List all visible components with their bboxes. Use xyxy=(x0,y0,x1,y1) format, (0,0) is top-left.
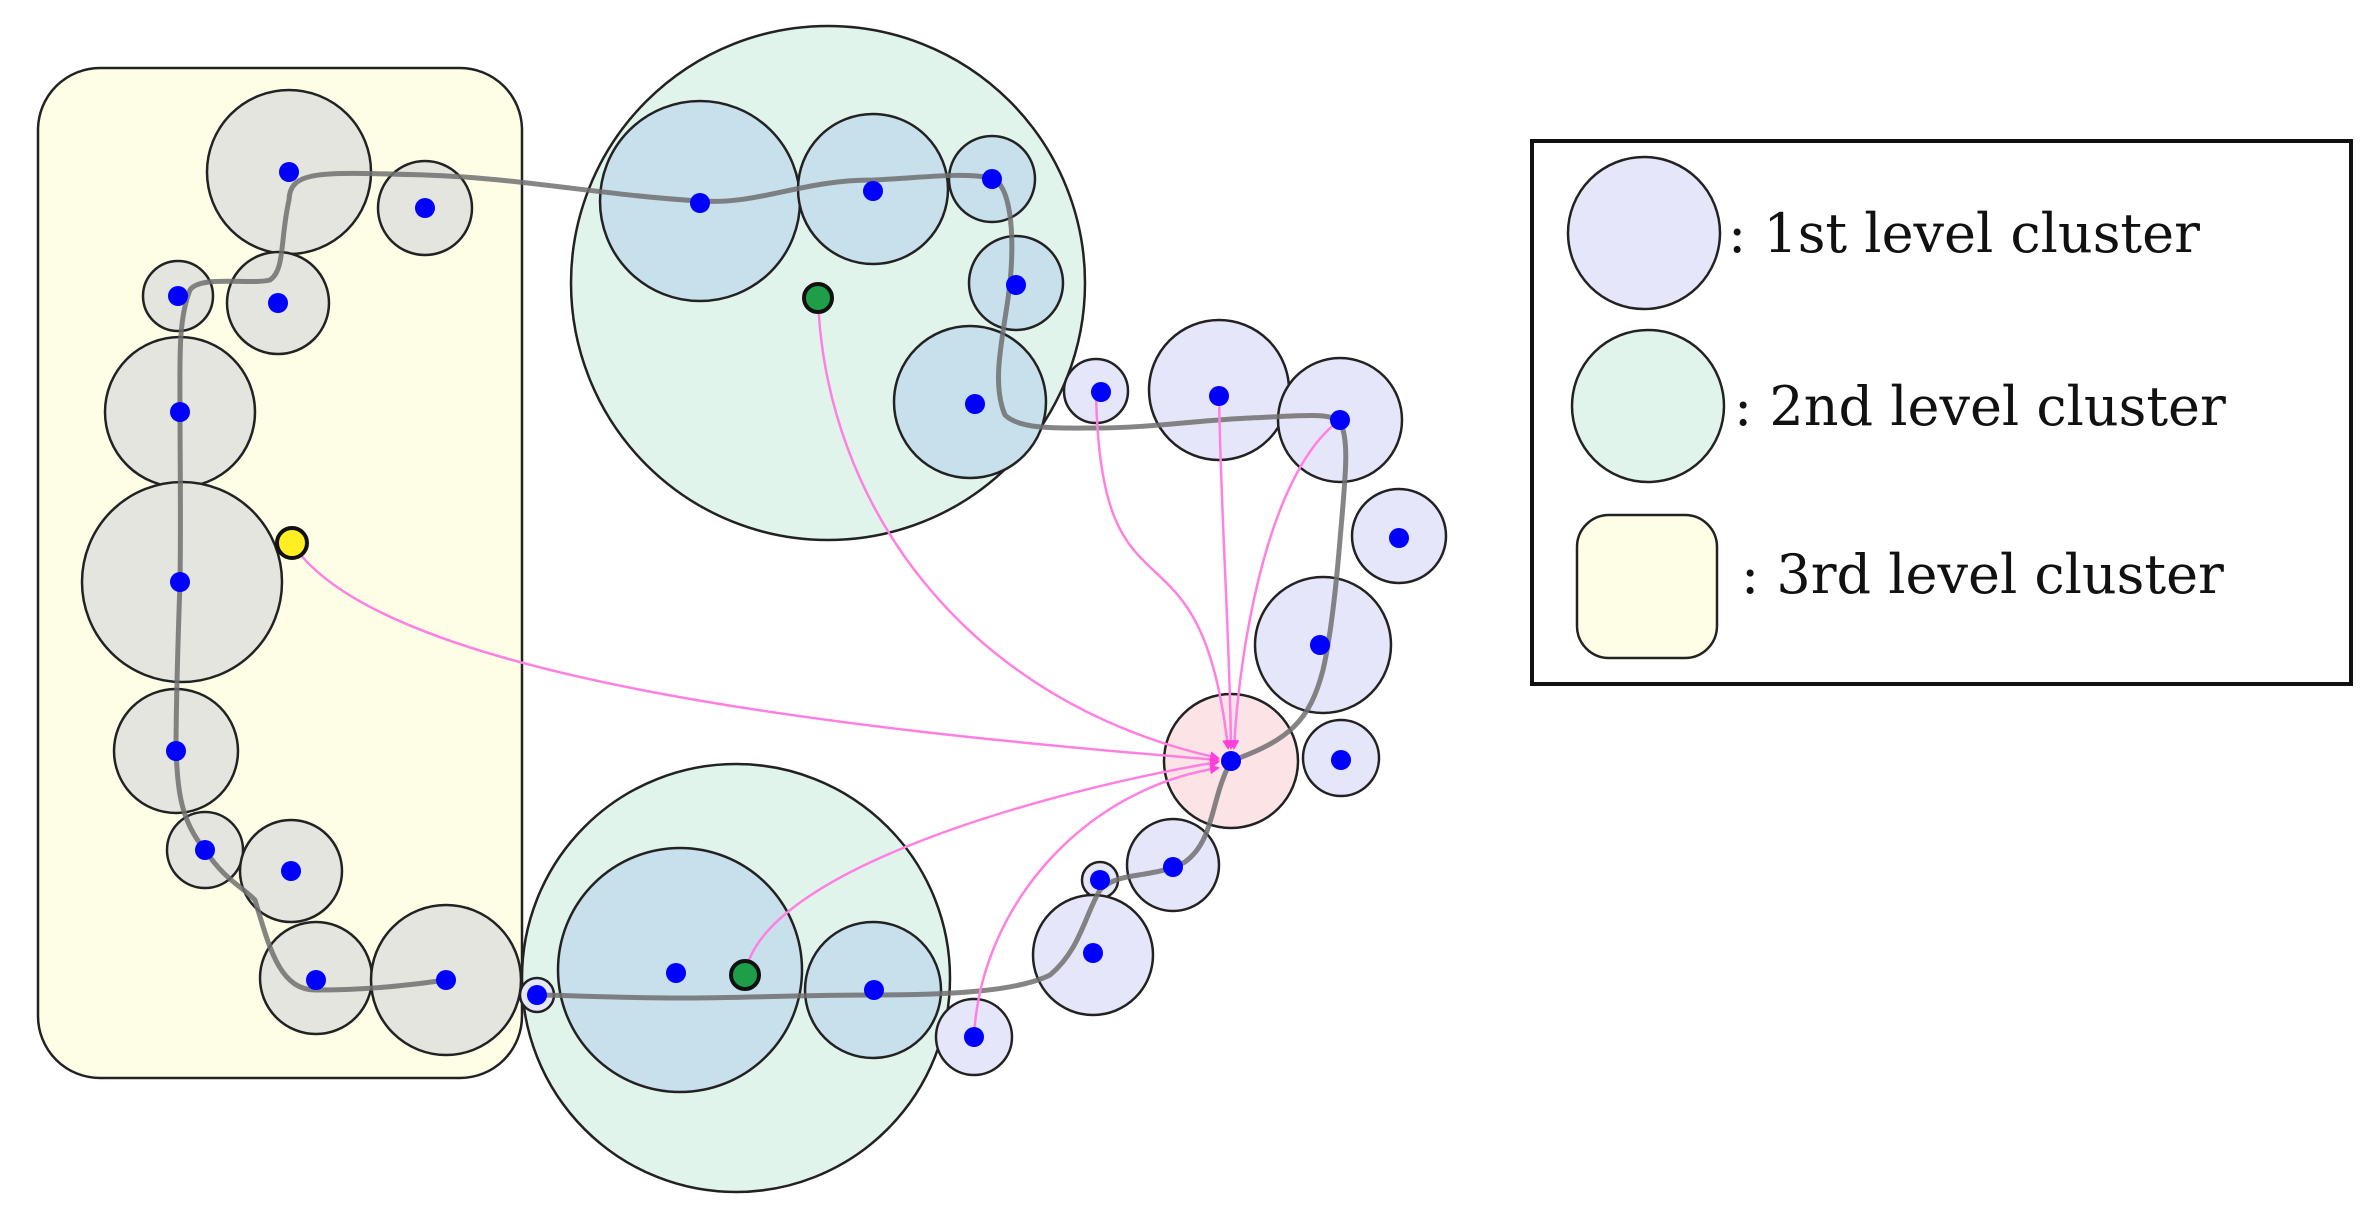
node-dot xyxy=(863,181,883,201)
arrow-from-upper-node-a xyxy=(1094,390,1233,750)
legend-first-level-swatch xyxy=(1566,155,1722,311)
node-dot xyxy=(170,402,190,422)
node-dot xyxy=(1331,750,1351,770)
arrow-from-top-centroid xyxy=(816,297,1220,762)
cluster-path xyxy=(173,170,1349,1001)
node-dot xyxy=(964,1027,984,1047)
second-level-centroid-top xyxy=(802,282,834,314)
node-dot xyxy=(982,169,1002,189)
node-dot xyxy=(1091,382,1111,402)
node-dot xyxy=(195,840,215,860)
arrow-from-bottom-centroid xyxy=(743,758,1220,976)
node-dot xyxy=(170,572,190,592)
arrow-from-upper-node-c xyxy=(1229,418,1341,750)
legend-second-level-swatch xyxy=(1570,328,1726,484)
node-dot xyxy=(527,985,547,1005)
node-dot xyxy=(1090,870,1110,890)
node-dot xyxy=(1310,635,1330,655)
second-level-centroid-bottom xyxy=(729,959,761,991)
node-dot xyxy=(1163,857,1183,877)
node-dot xyxy=(1006,275,1026,295)
legend-second-level-label: : 2nd level cluster xyxy=(1734,375,2226,438)
node-dot xyxy=(666,963,686,983)
node-dot xyxy=(436,970,456,990)
node-dot xyxy=(1389,528,1409,548)
arrow-from-yellow-centroid xyxy=(290,542,1220,765)
node-dot xyxy=(1209,386,1229,406)
node-dot xyxy=(281,861,301,881)
node-dot xyxy=(306,970,326,990)
node-dot xyxy=(1330,410,1350,430)
arrow-from-upper-node-b xyxy=(1217,389,1236,750)
node-dot xyxy=(268,293,288,313)
legend-first-level-label: : 1st level cluster xyxy=(1728,202,2200,265)
arrow-group xyxy=(290,297,1341,1038)
node-dot-group xyxy=(166,162,1409,1047)
legend-third-level-swatch xyxy=(1575,513,1719,660)
legend-third-level-label: : 3rd level cluster xyxy=(1741,543,2224,606)
arrow-from-lower-node xyxy=(972,764,1220,1038)
node-dot xyxy=(166,741,186,761)
legend: : 1st level cluster : 2nd level cluster … xyxy=(1530,139,2353,686)
third-level-centroid xyxy=(275,526,309,560)
node-dot xyxy=(279,162,299,182)
node-dot xyxy=(1083,943,1103,963)
node-dot xyxy=(168,286,188,306)
node-dot xyxy=(690,193,710,213)
node-dot xyxy=(415,198,435,218)
node-dot xyxy=(864,980,884,1000)
node-dot xyxy=(965,394,985,414)
node-dot xyxy=(1221,751,1241,771)
